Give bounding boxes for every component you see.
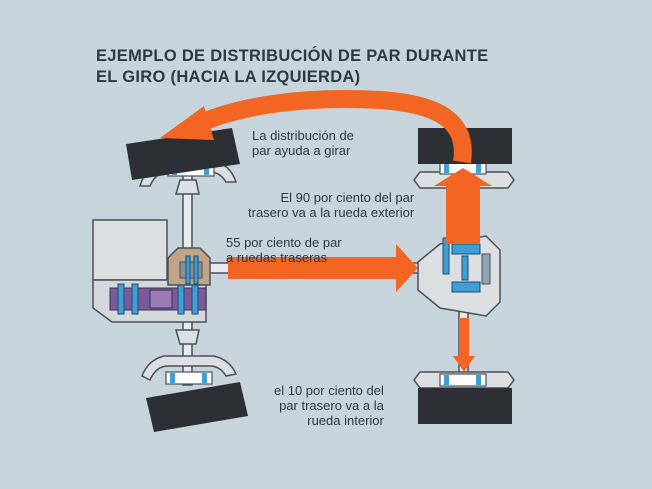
front-left-tire <box>126 128 240 180</box>
inner-wheel-label-line-1: el 10 por ciento del <box>274 383 384 398</box>
outer-wheel-torque-arrow <box>434 168 492 244</box>
turn-assist-label-line-1: La distribución de <box>252 128 354 143</box>
outer-wheel-label-line-2: trasero va a la rueda exterior <box>248 205 415 220</box>
inner-wheel-label: el 10 por ciento del par trasero va a la… <box>274 383 384 428</box>
title-line-2: EL GIRO (HACIA LA IZQUIERDA) <box>96 68 361 86</box>
transmission-gears <box>109 283 207 315</box>
front-lower-joint <box>175 329 200 345</box>
rear-split-label: 55 por ciento de par a ruedas traseras <box>226 235 342 265</box>
turn-assist-curved-arrow <box>160 90 472 164</box>
outer-wheel-label: El 90 por ciento del par trasero va a la… <box>248 190 414 220</box>
title-line-1: EJEMPLO DE DISTRIBUCIÓN DE PAR DURANTE <box>96 47 489 65</box>
rear-torque-arrow <box>228 244 418 292</box>
inner-wheel-label-line-2: par trasero va a la <box>279 398 384 413</box>
inner-wheel-label-line-3: rueda interior <box>307 413 384 428</box>
rear-drive-unit <box>417 235 501 317</box>
outer-wheel-label-line-1: El 90 por ciento del par <box>280 190 415 205</box>
power-transfer-unit <box>167 247 211 286</box>
rear-right-tire <box>418 388 512 424</box>
turn-assist-label-line-2: par ayuda a girar <box>252 143 351 158</box>
rear-split-label-line-1: 55 por ciento de par <box>226 235 342 250</box>
rear-split-label-line-2: a ruedas traseras <box>226 250 328 265</box>
inner-wheel-torque-arrow <box>453 318 475 372</box>
front-right-hub <box>141 355 238 385</box>
rear-right-hub <box>413 371 515 389</box>
diagram-title: EJEMPLO DE DISTRIBUCIÓN DE PAR DURANTE E… <box>96 46 488 88</box>
turn-assist-label: La distribución de par ayuda a girar <box>252 128 354 158</box>
front-right-tire <box>146 382 248 432</box>
front-upper-joint <box>175 179 200 195</box>
